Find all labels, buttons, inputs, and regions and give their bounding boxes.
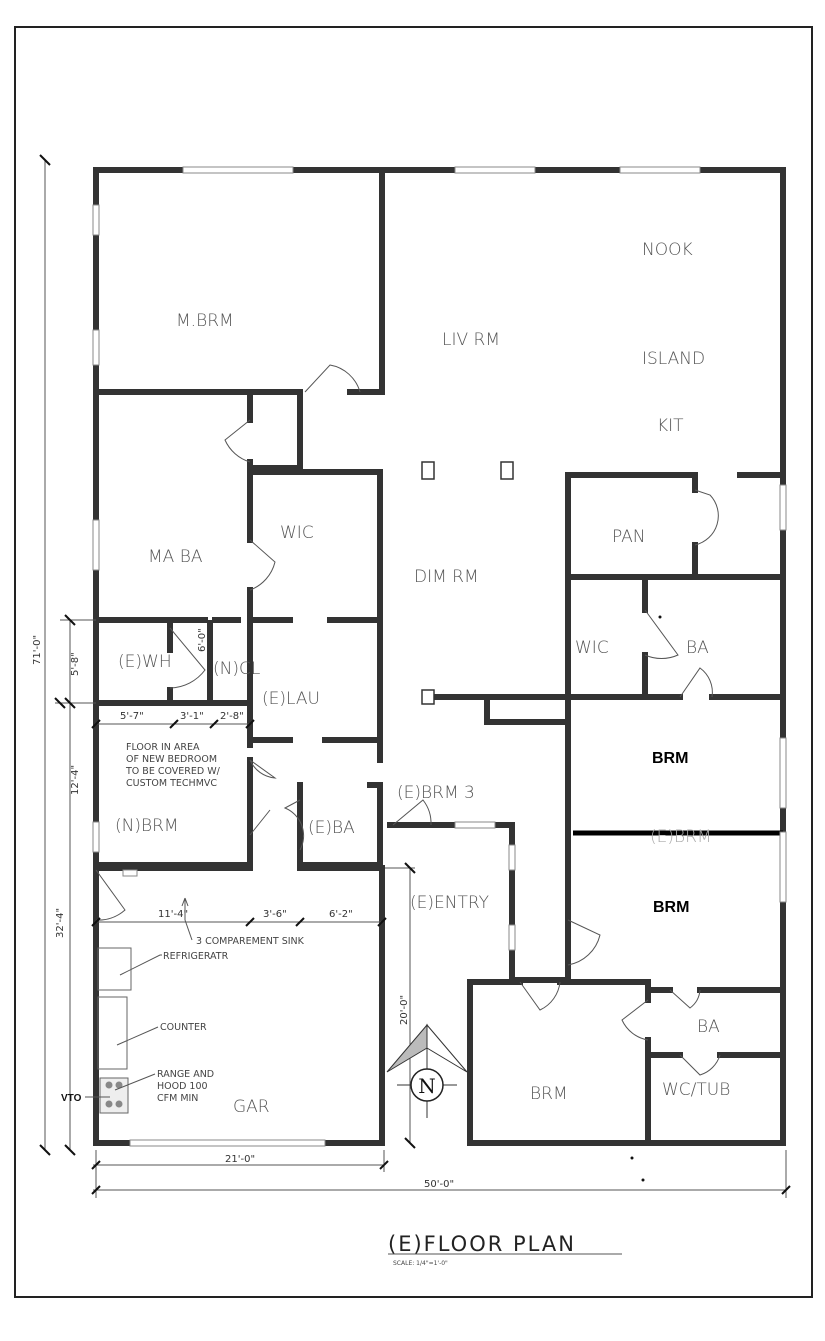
dim-gar-height: 20'-0" [399, 995, 410, 1025]
door-dimension: 6'-0" [197, 628, 208, 652]
room-label-brm-middle: BRM [653, 899, 689, 916]
room-label-e-brm3: (E)BRM 3 [397, 783, 475, 803]
dim-overall-width: 50'-0" [424, 1179, 454, 1190]
dim-wh-w1: 5'-7" [120, 711, 144, 722]
room-label-e-entry: (E)ENTRY [410, 893, 489, 913]
drawing-scale: SCALE: 1/4"=1'-0" [393, 1260, 448, 1267]
dim-wh-height: 5'-8" [70, 652, 81, 676]
drawing-title: (E)FLOOR PLAN [388, 1232, 576, 1256]
room-label-island: ISLAND [642, 349, 705, 369]
leaders [85, 897, 193, 1098]
room-label-brm-lower: BRM [530, 1084, 568, 1104]
dim-left-lower: 32'-4" [55, 908, 66, 938]
column [500, 461, 514, 480]
door-swings [95, 364, 721, 1076]
north-arrow-icon: N [386, 1023, 468, 1118]
column [421, 461, 435, 480]
svg-text:CFM MIN: CFM MIN [157, 1093, 198, 1104]
refrigerator-note: REFRIGERATR [163, 951, 229, 962]
room-label-ma-ba: MA BA [148, 547, 203, 567]
room-label-brm-upper: BRM [652, 750, 688, 767]
room-label-m-brm: M.BRM [176, 311, 234, 331]
column [421, 689, 435, 705]
svg-text:OF NEW BEDROOM: OF NEW BEDROOM [126, 754, 217, 765]
room-label-n-brm: (N)BRM [115, 816, 179, 836]
vto-label: VTO [61, 1093, 82, 1104]
room-label-e-brm-old: (E)BRM [650, 827, 712, 847]
svg-text:FLOOR IN AREA: FLOOR IN AREA [126, 742, 200, 753]
room-label-wic-right: WIC [575, 638, 609, 658]
dimension-lines [44, 160, 787, 1198]
dim-wh-w3: 2'-8" [220, 711, 244, 722]
dim-overall-height: 71'-0" [32, 635, 43, 665]
room-label-kit: KIT [657, 416, 684, 436]
room-label-gar: GAR [233, 1097, 270, 1117]
room-label-pan: PAN [612, 527, 646, 547]
svg-text:HOOD 100: HOOD 100 [157, 1081, 208, 1092]
svg-text:RANGE AND: RANGE AND [157, 1069, 214, 1080]
range-fixture [99, 1077, 129, 1114]
sheet-border [14, 26, 813, 1298]
range-note: RANGE AND HOOD 100 CFM MIN [157, 1069, 214, 1104]
dim-gar-w3: 6'-2" [329, 909, 353, 920]
counter-note: COUNTER [160, 1022, 207, 1033]
dim-nbrm-height: 12'-4" [70, 765, 81, 795]
floor-note: FLOOR IN AREA OF NEW BEDROOM TO BE COVER… [125, 742, 221, 789]
counter-fixture [97, 996, 128, 1070]
room-label-wic: WIC [280, 523, 314, 543]
refrigerator-fixture [97, 947, 132, 991]
sink-note: 3 COMPAREMENT SINK [196, 936, 305, 947]
room-label-wc-tub: WC/TUB [662, 1080, 730, 1100]
dim-gar-width: 21'-0" [225, 1154, 255, 1165]
room-label-ba-lower: BA [697, 1017, 720, 1037]
windows [92, 166, 787, 1147]
room-label-n-cl: (N)CL [213, 659, 260, 679]
room-label-ba-right: BA [686, 638, 709, 658]
svg-text:TO BE COVERED W/: TO BE COVERED W/ [125, 766, 221, 777]
room-label-dim-rm: DIM RM [414, 567, 479, 587]
room-label-e-ba: (E)BA [308, 818, 355, 838]
room-label-liv-rm: LIV RM [442, 330, 500, 350]
room-label-nook: NOOK [642, 240, 693, 260]
dim-gar-w1: 11'-4" [158, 909, 188, 920]
room-label-e-wh: (E)WH [118, 652, 172, 672]
dim-wh-w2: 3'-1" [180, 711, 204, 722]
dim-gar-w2: 3'-6" [263, 909, 287, 920]
north-label: N [418, 1074, 436, 1098]
dimension-ticks [39, 154, 791, 1195]
svg-text:CUSTOM TECHMVC: CUSTOM TECHMVC [126, 778, 217, 789]
room-label-e-lau: (E)LAU [262, 689, 320, 709]
